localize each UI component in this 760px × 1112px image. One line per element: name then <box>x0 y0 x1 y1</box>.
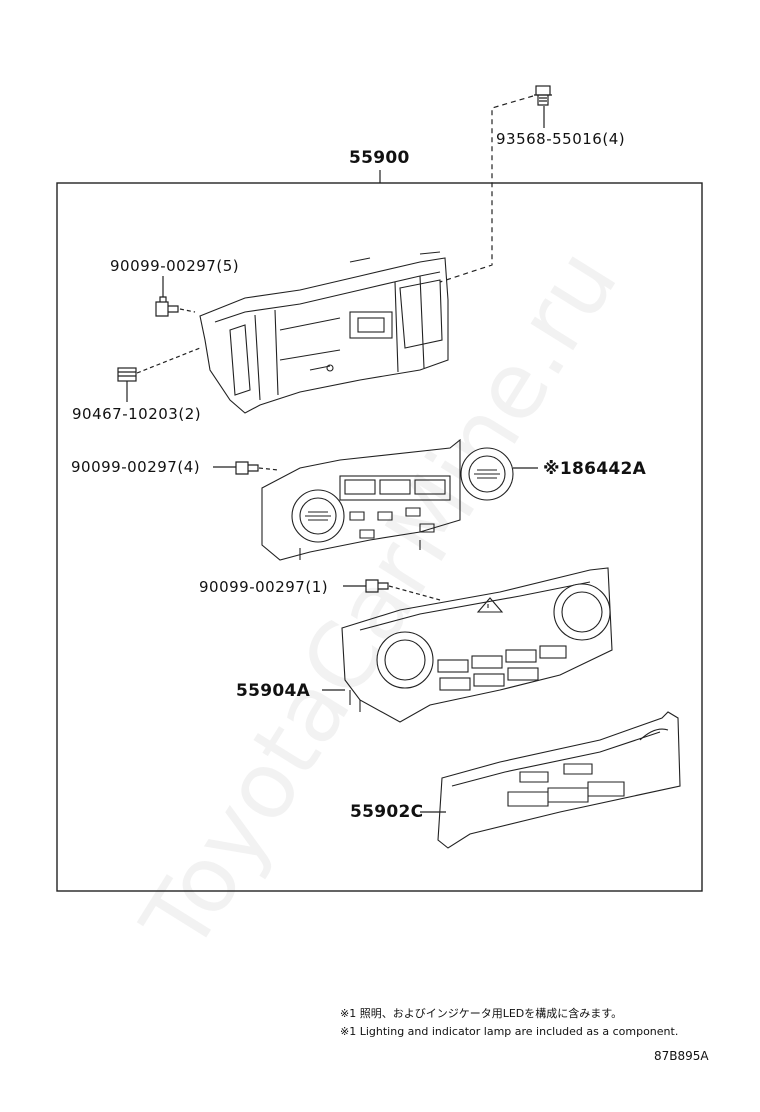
assembly-label: 55900 <box>349 148 410 168</box>
part-label-screw-frame: 90099-00297(5) <box>110 257 240 275</box>
bezel-cover <box>437 711 681 849</box>
screw-panel-icon <box>365 579 389 593</box>
diagram-code: 87B895A <box>654 1049 709 1063</box>
part-label-screw-top: 93568-55016(4) <box>496 130 626 148</box>
part-label-screw-board: 90099-00297(4) <box>71 458 201 476</box>
part-label-board: ※186442A <box>543 459 647 479</box>
part-label-pin-frame: 90467-10203(2) <box>72 405 202 423</box>
pin-frame-icon <box>117 367 137 382</box>
part-label-panel: 55904A <box>236 681 311 701</box>
part-label-screw-panel: 90099-00297(1) <box>199 578 329 596</box>
footnote-jp: ※1 照明、およびインジケータ用LEDを構成に含みます。 <box>340 1007 623 1020</box>
part-label-cover: 55902C <box>350 802 424 822</box>
circuit-board <box>261 438 514 561</box>
footnote-en: ※1 Lighting and indicator lamp are inclu… <box>340 1025 679 1038</box>
bracket-frame <box>199 251 449 414</box>
screw-top-dashed <box>439 95 534 283</box>
screw-board-icon <box>235 461 259 475</box>
screw-frame-icon <box>155 296 179 317</box>
screw-top-icon <box>534 85 552 106</box>
assembly-box <box>56 182 703 892</box>
control-panel <box>341 567 613 723</box>
